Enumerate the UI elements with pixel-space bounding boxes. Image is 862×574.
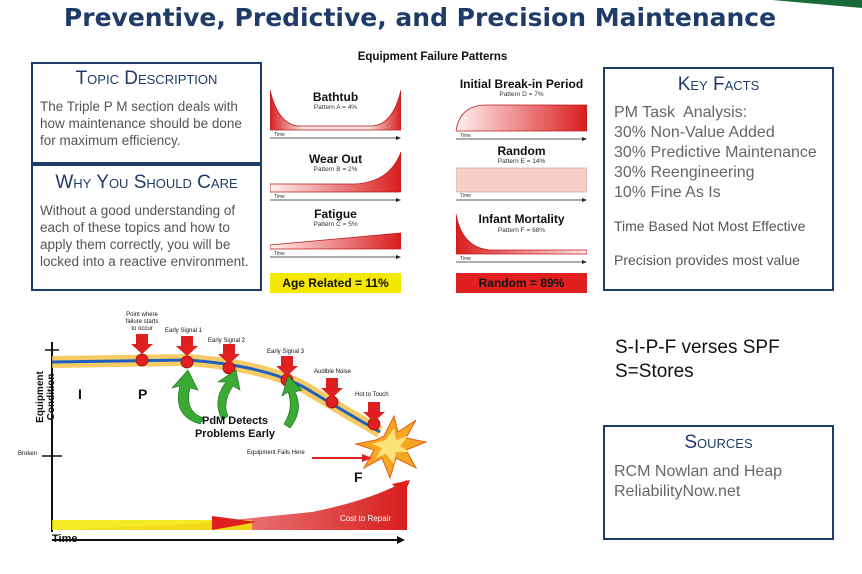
cost-to-repair-label: Cost to Repair [340, 514, 392, 523]
age-related-bar: Age Related = 11% [270, 273, 401, 293]
signal-label-1: Early Signal 1 [165, 328, 203, 334]
why-care-box: Why You Should Care Without a good under… [31, 164, 262, 291]
pattern-sub: Pattern E = 14% [497, 158, 546, 165]
topic-description-text: The Triple P M section deals with how ma… [40, 99, 242, 148]
failure-start-line: Point where [126, 312, 158, 318]
topic-description-heading: Topic Description [75, 68, 218, 89]
equipment-fails-label: Equipment Fails Here [247, 450, 305, 456]
key-fact-line: 10% Fine As Is [614, 184, 721, 201]
pattern-name: Initial Break-in Period [459, 77, 584, 91]
failure-start-label: Point where failure starts to occur [112, 312, 172, 333]
pattern-sub: Pattern D = 7% [499, 91, 544, 98]
point-i-label: I [78, 386, 82, 402]
source-item: ReliabilityNow.net [614, 483, 741, 500]
pattern-wear-out: Wear Out Pattern B = 2% Time [270, 150, 401, 208]
point-p-label: P [138, 386, 148, 402]
pdm-line: PdM Detects [201, 415, 269, 427]
break-in-curve [456, 104, 587, 141]
why-care-text: Without a good understanding of each of … [40, 203, 249, 269]
pattern-name: Fatigue [314, 207, 357, 221]
key-facts-box: Key Facts PM Task Analysis: 30% Non-Valu… [603, 67, 834, 291]
key-fact-line: PM Task Analysis: [614, 104, 748, 121]
signal-label-4: Audible Noise [314, 369, 352, 375]
failure-start-line: failure starts [125, 319, 159, 325]
sources-box: Sources RCM Nowlan and Heap ReliabilityN… [603, 425, 834, 540]
pf-curve-diagram [42, 334, 428, 544]
random-total-bar: Random = 89% [456, 273, 587, 293]
patterns-title: Equipment Failure Patterns [357, 51, 508, 63]
sipf-line-1: S-I-P-F verses SPF [615, 337, 780, 358]
pattern-initial-break-in: Initial Break-in Period Pattern D = 7% T… [456, 75, 587, 147]
pattern-random: Random Pattern E = 14% Time [456, 142, 587, 204]
key-fact-line: 30% Non-Value Added [614, 124, 775, 141]
pattern-name: Random [497, 144, 546, 158]
pattern-name: Bathtub [312, 90, 359, 104]
pattern-sub: Pattern C = 5% [313, 221, 358, 228]
topic-description-box: Topic Description The Triple P M section… [31, 62, 262, 164]
failure-start-line: to occur [131, 326, 153, 332]
sipf-text: S-I-P-F verses SPF S=Stores [615, 336, 780, 384]
key-facts-heading: Key Facts [677, 74, 760, 95]
sipf-line-2: S=Stores [615, 361, 694, 382]
key-fact-note: Time Based Not Most Effective [614, 218, 806, 234]
time-label: Time [460, 133, 471, 139]
broken-label: Broken [18, 451, 38, 457]
y-axis-label: Equipment Condition [35, 371, 57, 423]
pattern-sub: Pattern A = 4% [313, 104, 358, 111]
pdm-line: Problems Early [194, 428, 276, 440]
time-label: Time [460, 193, 471, 199]
signal-label-5: Hot to Touch [355, 392, 389, 398]
sources-heading: Sources [684, 432, 753, 453]
corner-accent [772, 0, 862, 8]
source-item: RCM Nowlan and Heap [614, 463, 783, 480]
signal-label-3: Early Signal 3 [267, 349, 305, 355]
point-f-label: F [354, 469, 363, 485]
pattern-sub: Pattern B = 2% [313, 166, 358, 173]
page-title: Preventive, Predictive, and Precision Ma… [63, 3, 777, 32]
pattern-sub: Pattern F = 68% [497, 227, 546, 234]
key-fact-line: 30% Reengineering [614, 164, 755, 181]
time-label: Time [274, 251, 285, 257]
x-axis-label: Time [52, 533, 78, 545]
pattern-name: Infant Mortality [478, 212, 565, 226]
key-fact-line: 30% Predictive Maintenance [614, 144, 817, 161]
pattern-fatigue: Fatigue Pattern C = 5% Time [270, 205, 401, 265]
wear-out-curve [270, 151, 401, 202]
key-fact-note: Precision provides most value [614, 252, 800, 268]
signal-label-2: Early Signal 2 [208, 338, 246, 344]
time-label: Time [460, 256, 471, 262]
why-care-heading: Why You Should Care [55, 172, 238, 193]
time-label: Time [274, 132, 285, 138]
pattern-infant-mortality: Infant Mortality Pattern F = 68% Time [456, 212, 587, 270]
fatigue-curve [270, 232, 401, 259]
pattern-name: Wear Out [308, 152, 363, 166]
time-label: Time [274, 194, 285, 200]
pdm-label: PdM Detects Problems Early [190, 415, 280, 441]
random-curve [456, 167, 587, 202]
pattern-bathtub: Bathtub Pattern A = 4% Time [270, 88, 401, 146]
bathtub-curve [270, 89, 401, 140]
infant-mortality-curve [456, 213, 587, 264]
